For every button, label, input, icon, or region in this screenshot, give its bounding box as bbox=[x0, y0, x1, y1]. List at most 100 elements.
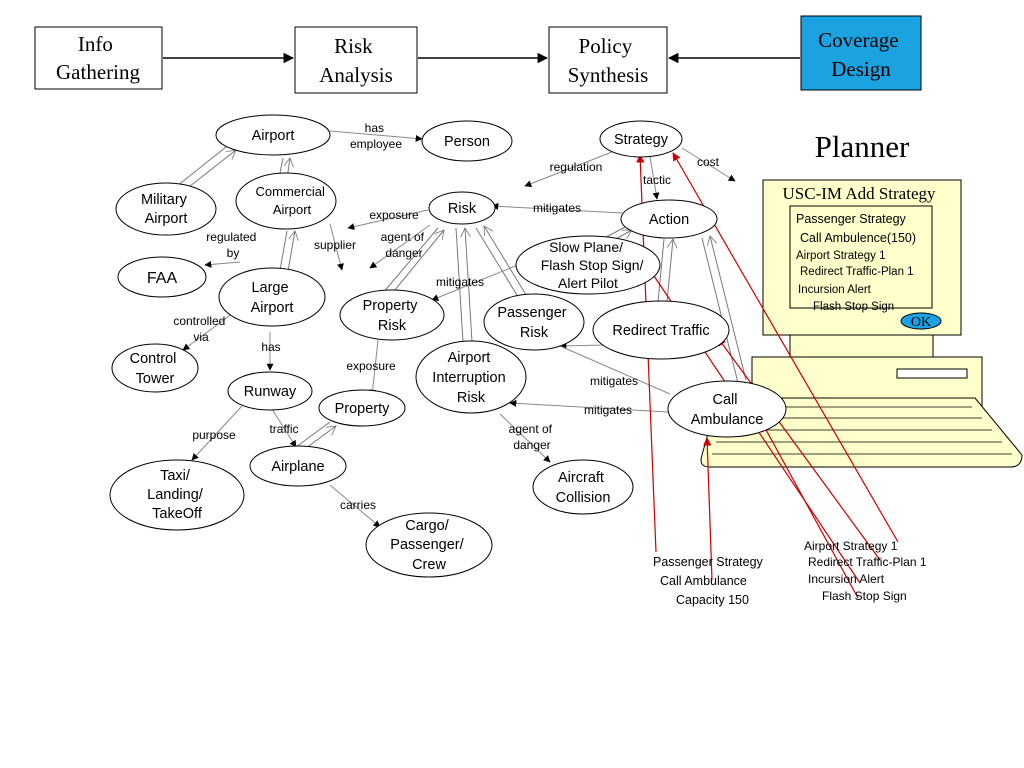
svg-text:Policy Synthesis: Policy Synthesis bbox=[568, 34, 649, 87]
callout-left: Passenger Strategy Call Ambulance Capaci… bbox=[653, 555, 764, 607]
node-call-ambulance-shape bbox=[667, 380, 787, 438]
screen-line: Flash Stop Sign bbox=[813, 301, 894, 313]
red-line-redirect-traffic bbox=[717, 337, 881, 561]
label-purpose: purpose bbox=[192, 428, 236, 442]
screen-line: Incursion Alert bbox=[798, 284, 872, 296]
edge-regulated-by bbox=[204, 260, 241, 268]
isa-airplane bbox=[295, 421, 331, 448]
label-controlled-via: controlled via bbox=[173, 314, 228, 344]
node-faa-shape bbox=[117, 256, 207, 298]
node-cargo-shape bbox=[365, 512, 493, 578]
risk-analysis-box bbox=[294, 26, 418, 94]
label-regulated-by: regulated by bbox=[206, 230, 259, 260]
edge-mitigates-action bbox=[491, 202, 623, 214]
isa-property-risk bbox=[389, 230, 444, 297]
callout-left-line: Call Ambulance bbox=[660, 574, 747, 588]
screen-lines: Passenger Strategy Call Ambulence(150) A… bbox=[796, 212, 916, 313]
isa-call-ambulance bbox=[710, 236, 747, 381]
node-property-shape bbox=[318, 389, 406, 427]
node-runway-shape bbox=[227, 371, 313, 411]
node-airplane: Airplane bbox=[271, 459, 324, 475]
callout-right-line: Incursion Alert bbox=[808, 572, 885, 586]
coverage-design-line-2: Design bbox=[831, 57, 891, 81]
node-strategy: Strategy bbox=[614, 132, 669, 148]
risk-analysis-line-2: Analysis bbox=[319, 63, 393, 87]
node-taxi: Taxi/ Landing/ TakeOff bbox=[147, 468, 207, 522]
node-action-shape bbox=[620, 199, 718, 239]
policy-synthesis-box bbox=[548, 26, 668, 94]
policy-synthesis-line-2: Synthesis bbox=[568, 63, 649, 87]
node-runway: Runway bbox=[244, 384, 297, 400]
screen-line: Airport Strategy 1 bbox=[796, 250, 885, 262]
nodes bbox=[109, 114, 787, 578]
isa-passenger-risk bbox=[484, 226, 529, 299]
coverage-design-line-1: Coverage bbox=[818, 28, 898, 52]
edge-traffic bbox=[269, 405, 297, 448]
ok-button[interactable] bbox=[900, 312, 942, 330]
planner-title: Planner bbox=[815, 129, 910, 164]
edge-supplier bbox=[329, 223, 344, 271]
node-control-tower-shape bbox=[111, 343, 199, 393]
node-risk-shape bbox=[428, 191, 496, 225]
node-passenger-risk: Passenger Risk bbox=[497, 305, 570, 341]
node-large-airport: Large Airport bbox=[251, 280, 294, 316]
node-redirect-traffic: Redirect Traffic bbox=[612, 323, 709, 339]
node-aircraft-collision-shape bbox=[532, 459, 634, 515]
label-mitigates-call: mitigates bbox=[584, 403, 632, 417]
label-supplier: supplier bbox=[314, 238, 356, 252]
node-call-ambulance: Call Ambulance bbox=[691, 392, 764, 428]
label-agent-of-danger-right: agent of danger bbox=[509, 422, 556, 452]
edge-regulation bbox=[524, 151, 613, 187]
coverage-design-box bbox=[800, 15, 922, 91]
node-military-airport: Military Airport bbox=[141, 192, 191, 227]
isa-call-ambulance bbox=[701, 237, 739, 384]
isa-military-airport bbox=[171, 142, 232, 191]
node-large-airport-shape bbox=[218, 267, 326, 327]
red-line-call-ambulance bbox=[703, 437, 713, 581]
info-gathering-line-2: Gathering bbox=[56, 60, 140, 84]
node-interruption-risk-shape bbox=[415, 340, 527, 414]
edge-mitigates-call bbox=[559, 345, 671, 395]
edge-cost bbox=[681, 147, 736, 182]
node-person-shape bbox=[421, 120, 513, 162]
label-mitigates-action: mitigates bbox=[533, 201, 581, 215]
node-property-risk: Property Risk bbox=[363, 298, 422, 334]
pipeline: Info Gathering Risk Analysis Policy Synt… bbox=[34, 15, 922, 94]
label-agent-of-danger-left: agent of danger bbox=[381, 230, 428, 260]
node-taxi-shape bbox=[109, 459, 245, 531]
node-slow-plane-shape bbox=[515, 235, 661, 295]
info-gathering-box bbox=[34, 26, 163, 90]
drive-slot bbox=[896, 368, 968, 379]
label-has: has bbox=[261, 340, 280, 354]
node-military-airport-shape bbox=[115, 182, 217, 236]
node-control-tower: Control Tower bbox=[130, 351, 181, 387]
node-airplane-shape bbox=[249, 445, 347, 487]
node-person: Person bbox=[444, 134, 490, 150]
edge-mitigates-slow bbox=[431, 263, 521, 301]
label-tactic: tactic bbox=[643, 173, 671, 187]
node-strategy-shape bbox=[599, 120, 683, 158]
relation-connections bbox=[182, 130, 736, 528]
label-regulation: regulation bbox=[550, 160, 603, 174]
node-airport: Airport bbox=[252, 128, 295, 144]
label-mitigates-redirect: mitigates bbox=[590, 374, 638, 388]
node-cargo: Cargo/ Passenger/ Crew bbox=[390, 518, 467, 573]
node-property-risk-shape bbox=[339, 289, 445, 341]
svg-text:Info Gathering: Info Gathering bbox=[56, 32, 140, 84]
screen-title: USC-IM Add Strategy bbox=[783, 184, 937, 203]
callout-right-line: Airport Strategy 1 bbox=[804, 539, 898, 553]
callout-right: Airport Strategy 1 Redirect Traffic-Plan… bbox=[804, 539, 927, 603]
edge-has-employee bbox=[329, 130, 423, 142]
isa-passenger-risk bbox=[475, 227, 521, 301]
screen-line: Passenger Strategy bbox=[796, 212, 907, 226]
edge-purpose bbox=[191, 405, 243, 461]
ok-button-label[interactable]: OK bbox=[911, 315, 931, 330]
edge-mitigates-redirect bbox=[559, 342, 606, 350]
edge-labels: has employee regulated by supplier contr… bbox=[173, 121, 719, 512]
callout-left-line: Capacity 150 bbox=[676, 593, 749, 607]
svg-text:Risk Analysis: Risk Analysis bbox=[319, 34, 393, 87]
info-gathering-line-1: Info bbox=[78, 32, 113, 56]
isa-large-airport bbox=[287, 231, 295, 272]
edge-exposure-risk bbox=[347, 209, 429, 231]
node-redirect-traffic-shape bbox=[592, 300, 730, 360]
